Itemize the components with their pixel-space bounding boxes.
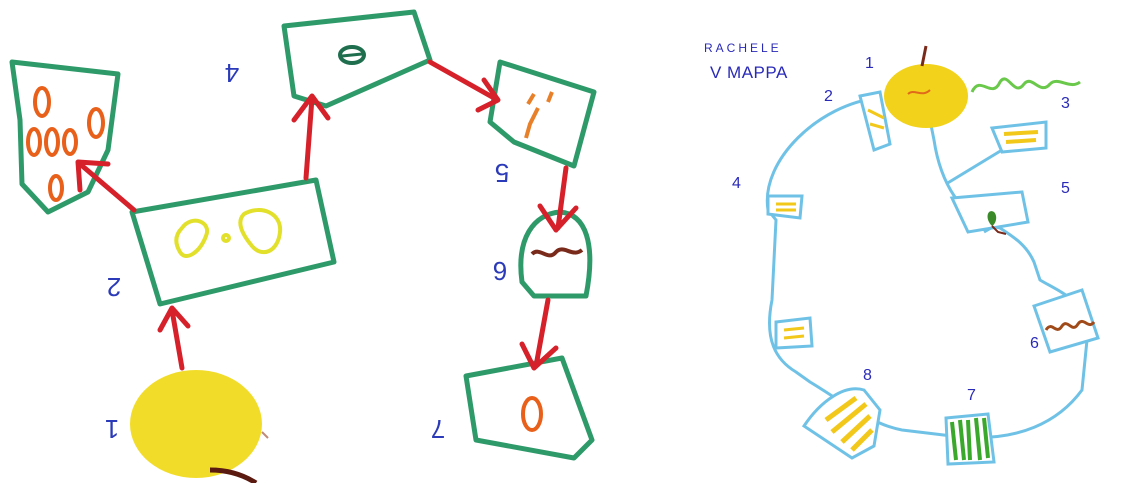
- arrow-1-to-2: [157, 305, 191, 371]
- box-4: [766, 194, 804, 220]
- box-center: [129, 177, 337, 307]
- label-right-2: 2: [824, 88, 833, 105]
- seeds-group: [26, 86, 105, 202]
- arrow-2-to-3: [75, 159, 137, 213]
- label-left-4: 4: [225, 58, 239, 88]
- arrows-red: [75, 59, 579, 371]
- box-6: [1032, 288, 1100, 354]
- label-left-5: 5: [495, 158, 509, 188]
- arrow-5-to-6: [537, 165, 579, 233]
- box-bottom-right: [463, 355, 595, 461]
- label-right-7: 7: [967, 387, 976, 404]
- arrow-4-to-5: [427, 59, 501, 113]
- sun-stem: [920, 45, 928, 67]
- sun-tail: [209, 467, 258, 483]
- path-to-3: [945, 148, 1003, 186]
- label-left-6: 6: [493, 256, 507, 286]
- seed-orange-big: [521, 396, 543, 432]
- box-far-left: [9, 59, 121, 215]
- left-drawing: 1 2 4 5 6 7: [9, 9, 597, 483]
- sun-right: [884, 64, 968, 128]
- sprout-marks: [524, 91, 554, 139]
- box-right-five: [487, 59, 597, 169]
- label-left-1: 1: [105, 414, 119, 444]
- box-left-small: [774, 316, 814, 350]
- label-right-3: 3: [1061, 95, 1070, 112]
- box-top-center: [281, 9, 433, 109]
- label-right-5: 5: [1061, 180, 1070, 197]
- right-drawing-svg: RACHELE V MAPPA: [704, 41, 1100, 466]
- box-3: [989, 120, 1048, 154]
- label-right-8: 8: [863, 367, 872, 384]
- box-2: [858, 90, 892, 152]
- label-right-6: 6: [1030, 335, 1039, 352]
- drawing-title: V MAPPA: [710, 63, 788, 82]
- sun-left: [130, 370, 262, 478]
- label-right-4: 4: [732, 175, 741, 192]
- seed-dark: [338, 45, 366, 65]
- label-left-7: 7: [431, 414, 445, 444]
- squiggle-brown: [530, 247, 584, 258]
- label-right-1: 1: [865, 55, 874, 72]
- drawing-author-name: RACHELE: [704, 41, 782, 55]
- arrow-2-to-4: [291, 93, 331, 181]
- arrow-6-to-7: [519, 297, 559, 371]
- yellow-shapes: [174, 208, 283, 258]
- right-drawing: RACHELE V MAPPA: [600, 0, 1124, 483]
- left-drawing-svg: 1 2 4 5 6 7: [9, 9, 597, 483]
- label-left-2: 2: [107, 272, 121, 302]
- green-squiggle: [970, 77, 1081, 93]
